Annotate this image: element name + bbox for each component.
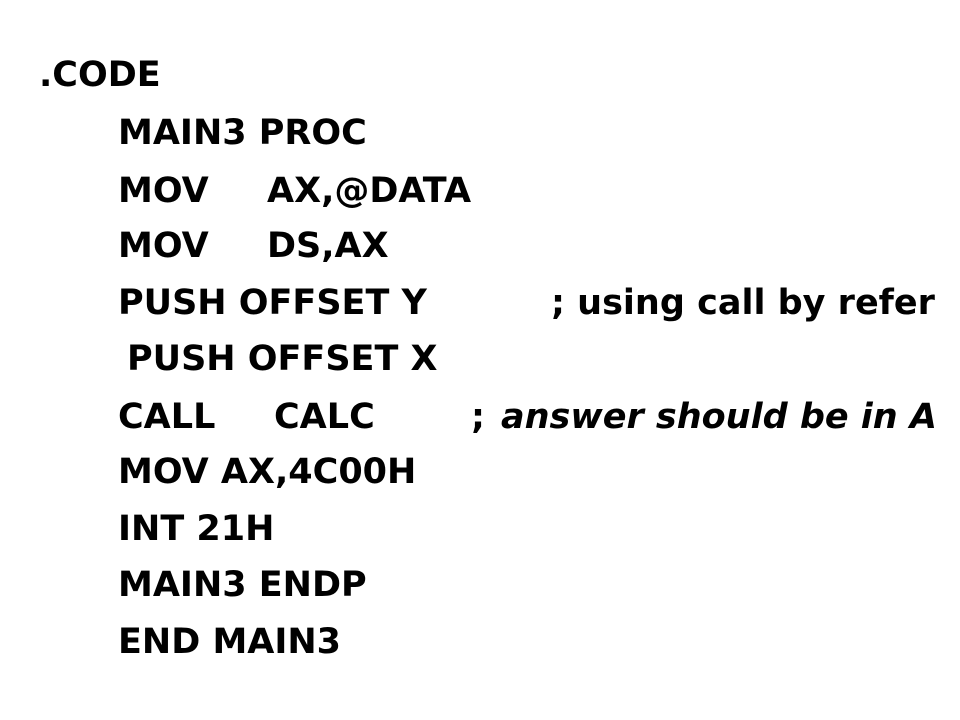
code-text: INT 21H (118, 509, 275, 549)
code-line-endp: MAIN3 ENDP (118, 565, 367, 605)
code-text: PUSH OFFSET X (127, 339, 438, 379)
code-line-call: CALL CALC ; answer should be in A (118, 397, 960, 437)
code-comment: ; using call by refer (551, 283, 935, 323)
code-line-int: INT 21H (118, 509, 274, 549)
code-line-mov-exit: MOV AX,4C00H (118, 452, 416, 492)
code-operand: AX,@DATA (267, 171, 472, 211)
code-line-push-x: PUSH OFFSET X (127, 339, 438, 379)
code-line-end: END MAIN3 (118, 622, 341, 662)
code-operation: MOV (118, 171, 209, 211)
code-text: MAIN3 PROC (118, 113, 367, 153)
code-text: END MAIN3 (118, 622, 342, 662)
code-operation: CALL (118, 397, 216, 437)
code-text: .CODE (39, 55, 161, 95)
code-line-push-y: PUSH OFFSET Y ; using call by refer (118, 283, 960, 323)
code-line-directive: .CODE (39, 55, 161, 95)
code-line-mov-ds: MOV DS,AX (118, 226, 518, 266)
code-comment-prefix: ; (471, 397, 485, 437)
code-text: MAIN3 ENDP (118, 565, 367, 605)
code-operation: MOV (118, 226, 209, 266)
code-comment: answer should be in A (501, 397, 937, 437)
code-text: MOV AX,4C00H (118, 452, 417, 492)
code-operand: DS,AX (267, 226, 389, 266)
code-operand: CALC (274, 397, 375, 437)
code-line-proc: MAIN3 PROC (118, 113, 367, 153)
code-text: PUSH OFFSET Y (118, 283, 427, 323)
code-line-mov-ax: MOV AX,@DATA (118, 171, 518, 211)
